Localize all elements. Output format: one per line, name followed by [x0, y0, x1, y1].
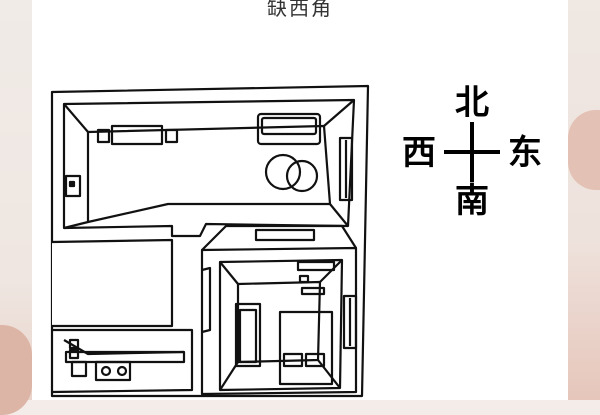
living-room-window [338, 136, 354, 202]
living-room-floor-edge [86, 124, 332, 224]
compass-east-label: 东 [508, 133, 542, 173]
stove [94, 360, 132, 382]
diagram-title: 缺西角 [267, 0, 333, 20]
missing-corner-outline [51, 238, 174, 328]
bedroom-shelf-1 [296, 260, 336, 272]
doorway-mat [254, 228, 316, 242]
content-card [32, 0, 568, 400]
compass-cross [444, 122, 500, 182]
kitchen-wall [51, 328, 194, 394]
right-background-strip [568, 0, 600, 400]
compass-south-label: 南 [455, 181, 489, 221]
bedroom-shelf-2 [300, 286, 326, 296]
bedroom-top-cap [201, 224, 357, 251]
right-decorative-shape [568, 110, 600, 190]
floor-plan-drawing [50, 84, 370, 398]
round-table-1 [264, 153, 302, 191]
bedroom-outer-wall [200, 246, 358, 396]
round-table-2 [285, 159, 319, 193]
tv-console [110, 124, 164, 146]
compass-north-label: 北 [455, 83, 489, 123]
sink [70, 360, 88, 378]
west-door [64, 174, 82, 198]
bed [278, 310, 334, 386]
bedroom-window [342, 294, 358, 350]
missing-corner-outer [52, 242, 172, 326]
compass-west-label: 西 [402, 133, 436, 173]
sofa [256, 112, 322, 146]
wardrobe [234, 302, 262, 368]
